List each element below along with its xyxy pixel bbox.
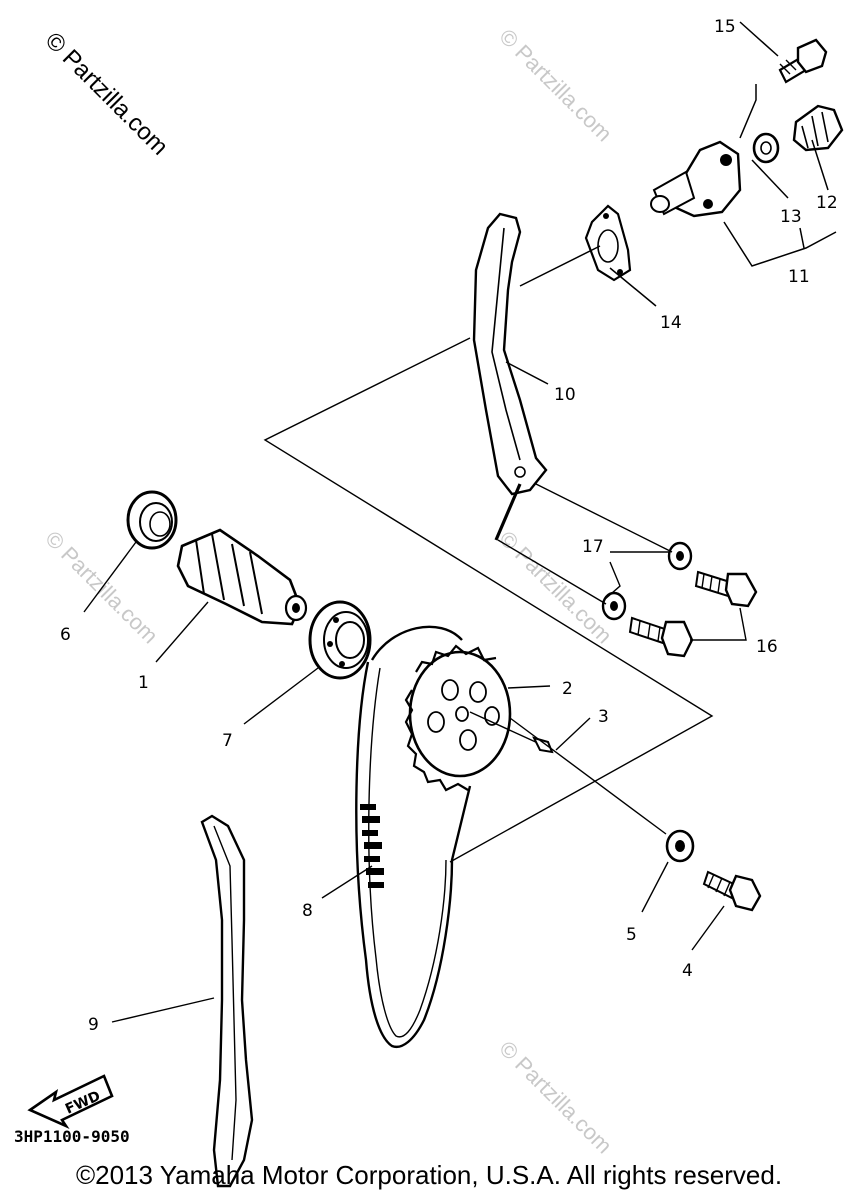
callout-16: 16: [756, 637, 778, 657]
callout-17: 17: [582, 537, 604, 557]
part-11-tensioner-assembly: [650, 140, 742, 218]
leader-lines-tensioner: [505, 21, 837, 385]
diagram-code: 3HP1100-9050: [14, 1127, 130, 1146]
chain-links: [360, 804, 384, 888]
part-17-washers: [601, 541, 693, 621]
callout-labels: 1 2 3 4 5 6 7 8 9 10 11 12 13 14 15 16 1…: [60, 17, 838, 1035]
leader-lines-lower: [83, 541, 725, 1023]
part-12-cap-bolt: [792, 104, 844, 152]
part-2-cam-sprocket: [404, 644, 512, 792]
callout-10: 10: [554, 385, 576, 405]
part-9-chain-guide-lower: [200, 814, 254, 1188]
part-15-bolt: [778, 38, 828, 84]
part-5-washer: [665, 829, 695, 863]
callout-12: 12: [816, 193, 838, 213]
callout-7: 7: [222, 731, 233, 751]
watermark-faint: © Partzilla.com: [494, 24, 617, 147]
callout-6: 6: [60, 625, 71, 645]
part-10-chain-guide-upper: [472, 212, 548, 541]
part-8-cam-chain: [355, 625, 472, 1049]
callout-4: 4: [682, 961, 693, 981]
callout-13: 13: [780, 207, 802, 227]
part-4-bolt: [702, 870, 762, 912]
part-14-gasket: [584, 204, 632, 282]
callout-9: 9: [88, 1015, 99, 1035]
callout-14: 14: [660, 313, 682, 333]
part-3-dowel-pin: [469, 711, 554, 754]
callout-15: 15: [714, 17, 736, 37]
copyright-notice: ©2013 Yamaha Motor Corporation, U.S.A. A…: [75, 1160, 783, 1190]
callout-2: 2: [562, 679, 573, 699]
assembly-boundary-line: [263, 337, 714, 863]
callout-1: 1: [138, 673, 149, 693]
watermark-main: © Partzilla.com: [40, 27, 173, 160]
callout-11: 11: [788, 267, 810, 287]
watermark-faint: © Partzilla.com: [494, 1036, 617, 1159]
leader-lines-guide-bolts: [497, 483, 747, 641]
part-13-washer: [752, 132, 780, 164]
part-7-bearing: [308, 600, 372, 680]
part-6-bearing: [126, 490, 178, 550]
fwd-arrow-icon: FWD: [27, 1074, 114, 1130]
callout-8: 8: [302, 901, 313, 921]
part-16-bolts: [628, 570, 758, 658]
part-1-camshaft: [176, 528, 308, 626]
callout-3: 3: [598, 707, 609, 727]
callout-5: 5: [626, 925, 637, 945]
